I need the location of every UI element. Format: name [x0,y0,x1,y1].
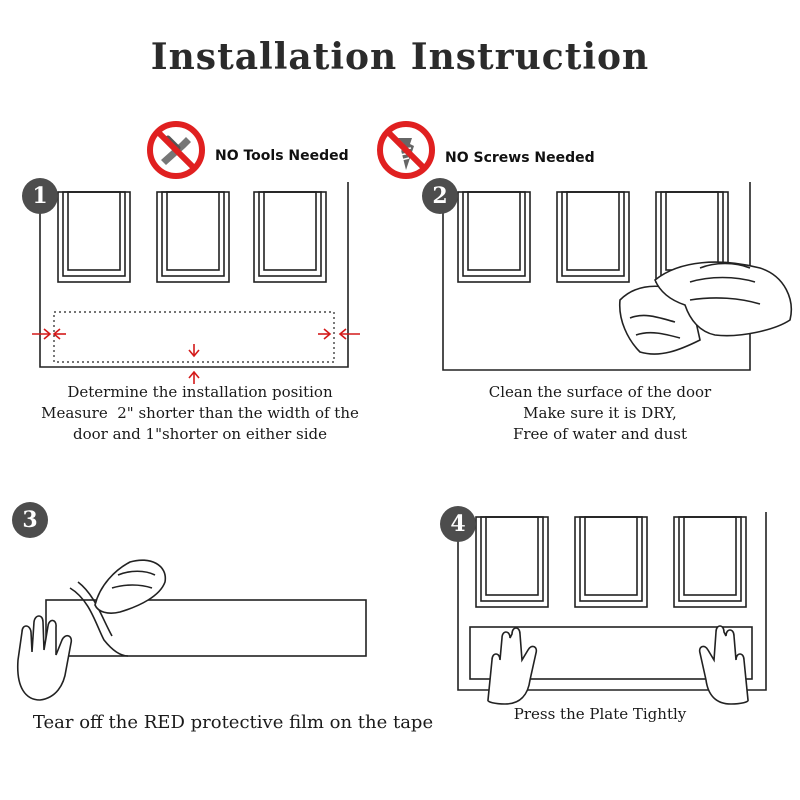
pressing-hands-icon [487,625,749,705]
peeling-hand-icon [94,559,166,614]
cleaning-hand-icon [618,261,792,355]
no-screws-label: NO Screws Needed [445,150,595,166]
step3-tape-illustration [45,581,367,657]
no-screws-icon [377,121,435,179]
step-4-caption: Press the Plate Tightly [513,705,687,723]
step1-door-illustration [39,182,349,368]
no-tools-icon [147,121,205,179]
measure-arrows [32,328,360,384]
step-1-caption: Determine the installation position Meas… [41,383,359,443]
page-title: Installation Instruction [150,36,650,78]
glove-hand-icon [16,615,73,701]
step-2-caption: Clean the surface of the door Make sure … [488,383,712,443]
no-tools-label: NO Tools Needed [215,148,349,164]
step-4-badge: 4 [440,506,476,542]
step-2-badge: 2 [422,178,458,214]
step-3-badge: 3 [12,502,48,538]
step-3-caption: Tear off the RED protective film on the … [32,712,434,733]
step-1-badge: 1 [22,178,58,214]
